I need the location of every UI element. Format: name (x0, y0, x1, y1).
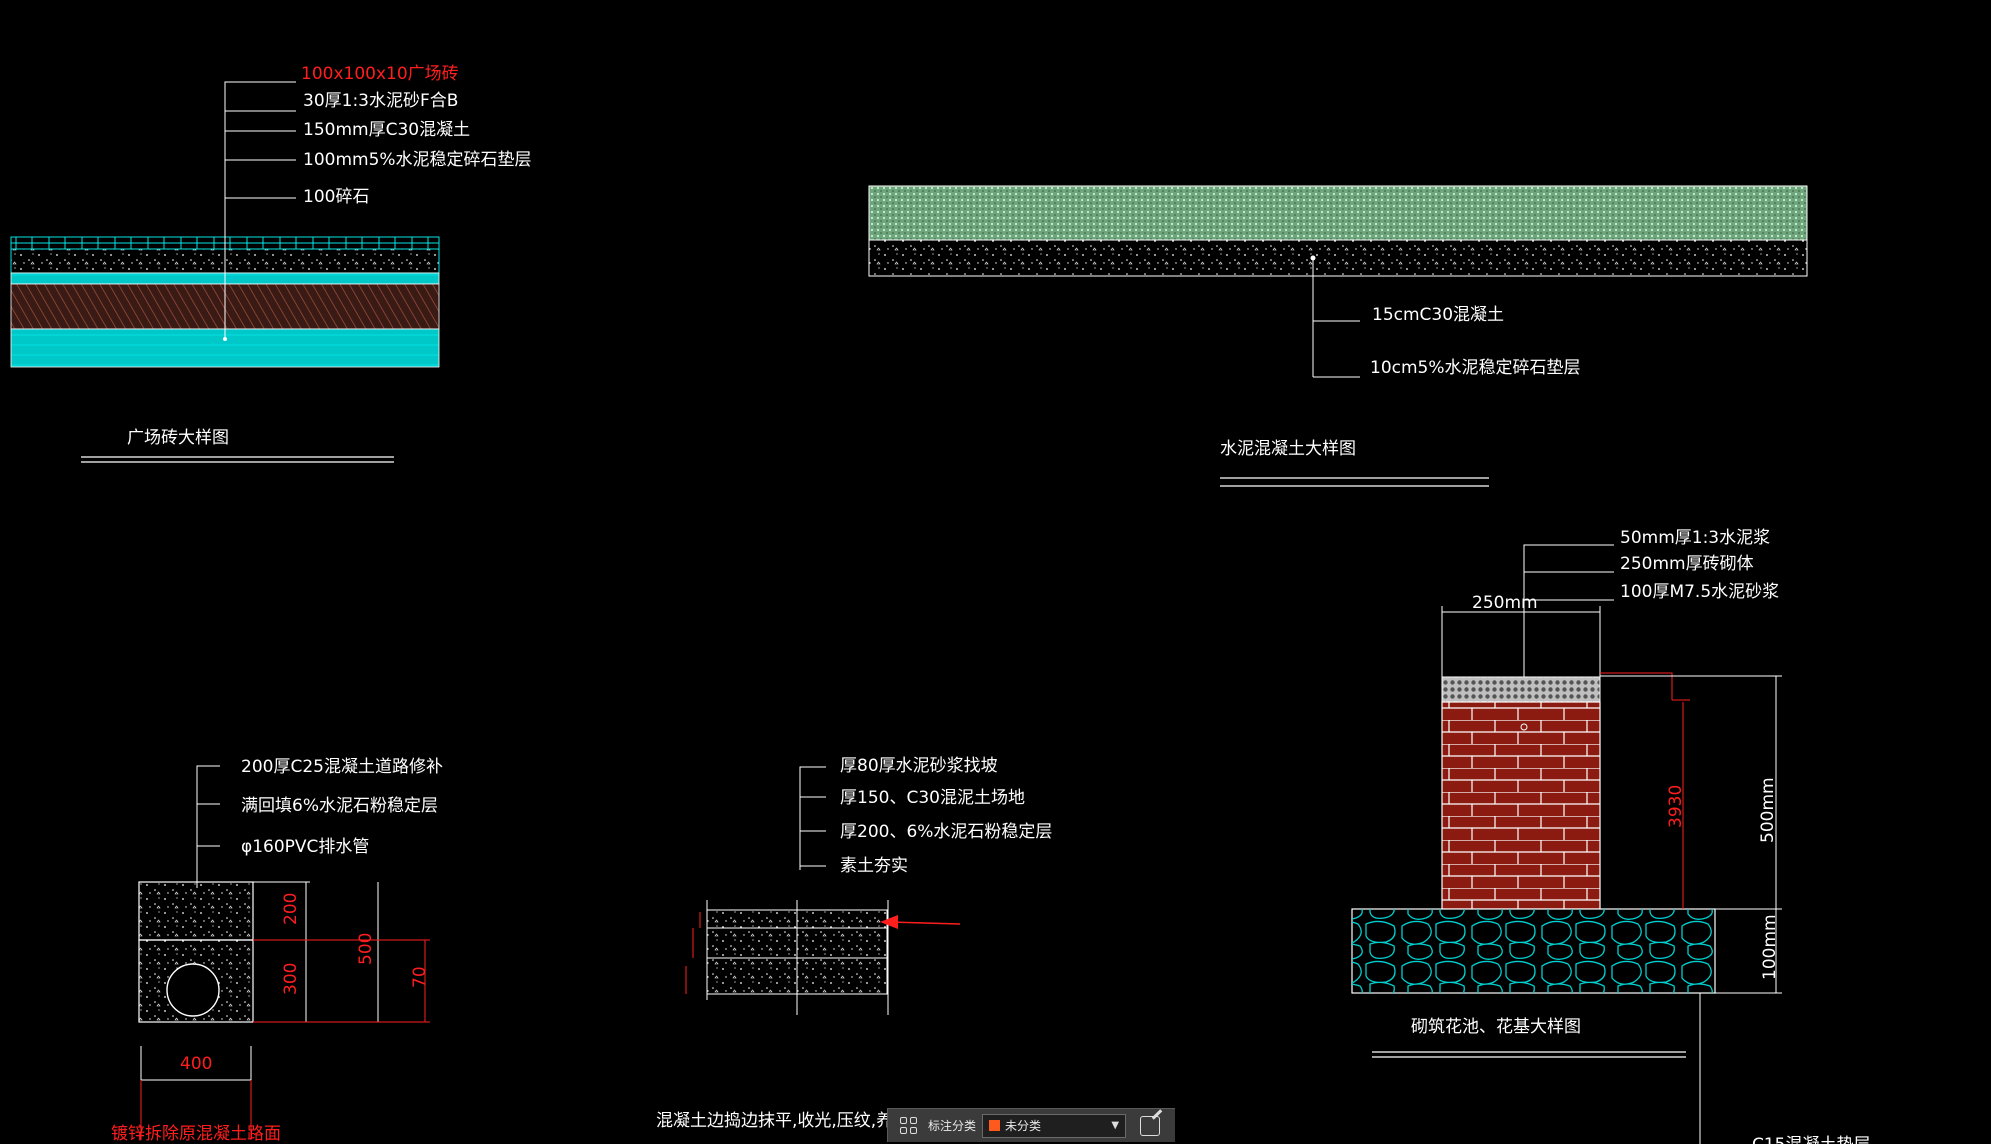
red-arrow-head (880, 915, 898, 929)
label-c15-partial: C15混凝土垫层 (1752, 1135, 1871, 1144)
label-compacted-soil: 素土夯实 (840, 856, 908, 876)
dim-500mm: 500mm (1758, 777, 1778, 843)
dim-250mm: 250mm (1472, 593, 1538, 613)
leader-lines (196, 765, 220, 888)
layer-green-concrete (868, 185, 1808, 241)
label-stabilized-10cm: 10cm5%水泥稳定碎石垫层 (1370, 358, 1581, 378)
title-underline (1220, 477, 1489, 487)
label-plaza-brick: 100x100x10广场砖 (301, 64, 459, 84)
dim-red-inner (1600, 672, 1690, 909)
detail-flower-bed[interactable]: 50mm厚1:3水泥浆 250mm厚砖砌体 100厚M7.5水泥砂浆 250mm… (1351, 528, 1871, 1144)
dim-small: 70 (410, 966, 430, 988)
label-c30-15cm: 15cmC30混凝土 (1372, 305, 1504, 325)
annotation-category-label: 标注分类 (928, 1119, 977, 1133)
title-underline (81, 456, 394, 463)
leader-dot (1310, 255, 1316, 261)
label-pvc-pipe: φ160PVC排水管 (241, 837, 369, 857)
label-brick-masonry: 250mm厚砖砌体 (1620, 554, 1754, 574)
title-plaza-brick: 广场砖大样图 (127, 428, 229, 448)
leader-lines (799, 766, 826, 870)
dimension-lines (253, 881, 430, 1023)
annotation-toolbar[interactable]: 标注分类 未分类 ▼ (887, 1108, 1175, 1142)
label-c30-site: 厚150、C30混泥土场地 (840, 788, 1025, 808)
label-backfill: 满回填6%水泥石粉稳定层 (241, 796, 438, 816)
label-mortar: 30厚1:3水泥砂F合B (303, 91, 458, 111)
label-c25-repair: 200厚C25混凝土道路修补 (241, 757, 443, 777)
category-color-swatch (989, 1120, 1001, 1131)
dim-width-line (1441, 606, 1601, 680)
layer-cement-cap (1441, 676, 1601, 703)
label-stabilized-gravel: 100mm5%水泥稳定碎石垫层 (303, 150, 532, 170)
title-underline (1372, 1051, 1686, 1058)
detail-plaza-brick[interactable]: 100x100x10广场砖 30厚1:3水泥砂F合B 150mm厚C30混凝土 … (10, 64, 532, 463)
title-remove-pavement: 镀锌拆除原混凝土路面 (111, 1124, 281, 1144)
layer-stone-pattern (1352, 909, 1715, 993)
leader-lines (224, 81, 296, 339)
leader-lines (1523, 544, 1614, 677)
label-gravel: 100碎石 (303, 187, 369, 207)
dimension-red (253, 939, 430, 1023)
dim-500: 500 (356, 933, 376, 965)
annotation-category-value: 未分类 (1005, 1119, 1042, 1133)
detail-pvc-drain[interactable]: 200厚C25混凝土道路修补 满回填6%水泥石粉稳定层 φ160PVC排水管 2… (111, 757, 443, 1144)
dim-100mm: 100mm (1760, 914, 1780, 980)
dim-400-line (140, 1046, 252, 1085)
annotation-category-select[interactable]: 未分类 ▼ (982, 1113, 1127, 1138)
dim-red-ext (140, 1080, 252, 1140)
leader-dot (223, 337, 227, 341)
pvc-pipe-section (166, 963, 220, 1017)
title-site-concrete: 混凝土边捣边抹平,收光,压纹,养护 (656, 1111, 910, 1131)
dim-300: 300 (281, 963, 301, 995)
detail-cement-concrete[interactable]: 15cmC30混凝土 10cm5%水泥稳定碎石垫层 水泥混凝土大样图 (868, 185, 1808, 487)
leader-lines (1312, 258, 1360, 378)
label-stone-powder: 厚200、6%水泥石粉稳定层 (840, 822, 1052, 842)
dim-right-lines (1600, 675, 1782, 994)
label-m75-mortar: 100厚M7.5水泥砂浆 (1620, 582, 1779, 602)
edit-icon[interactable] (1140, 1115, 1161, 1136)
label-c30-concrete: 150mm厚C30混凝土 (303, 120, 470, 140)
layer-c25-block (138, 881, 254, 941)
red-arrow-line (887, 921, 961, 925)
label-cement-paste: 50mm厚1:3水泥浆 (1620, 528, 1770, 548)
grid-icon[interactable] (897, 1115, 919, 1137)
dim-400: 400 (180, 1054, 212, 1074)
label-mortar-slope: 厚80厚水泥砂浆找坡 (840, 756, 998, 776)
detail-site-concrete[interactable]: 厚80厚水泥砂浆找坡 厚150、C30混泥土场地 厚200、6%水泥石粉稳定层 … (656, 756, 1052, 1131)
leader-dot (1520, 723, 1528, 731)
dim-red-ticks (685, 912, 701, 994)
title-cement-concrete: 水泥混凝土大样图 (1220, 439, 1356, 459)
dim-200: 200 (281, 893, 301, 925)
title-flower-bed: 砌筑花池、花基大样图 (1411, 1017, 1581, 1037)
layer-gravel-base (868, 239, 1808, 277)
chevron-down-icon: ▼ (1111, 1119, 1120, 1131)
dim-3930: 3930 (1666, 785, 1686, 828)
layer-brick-wall (1441, 701, 1601, 910)
